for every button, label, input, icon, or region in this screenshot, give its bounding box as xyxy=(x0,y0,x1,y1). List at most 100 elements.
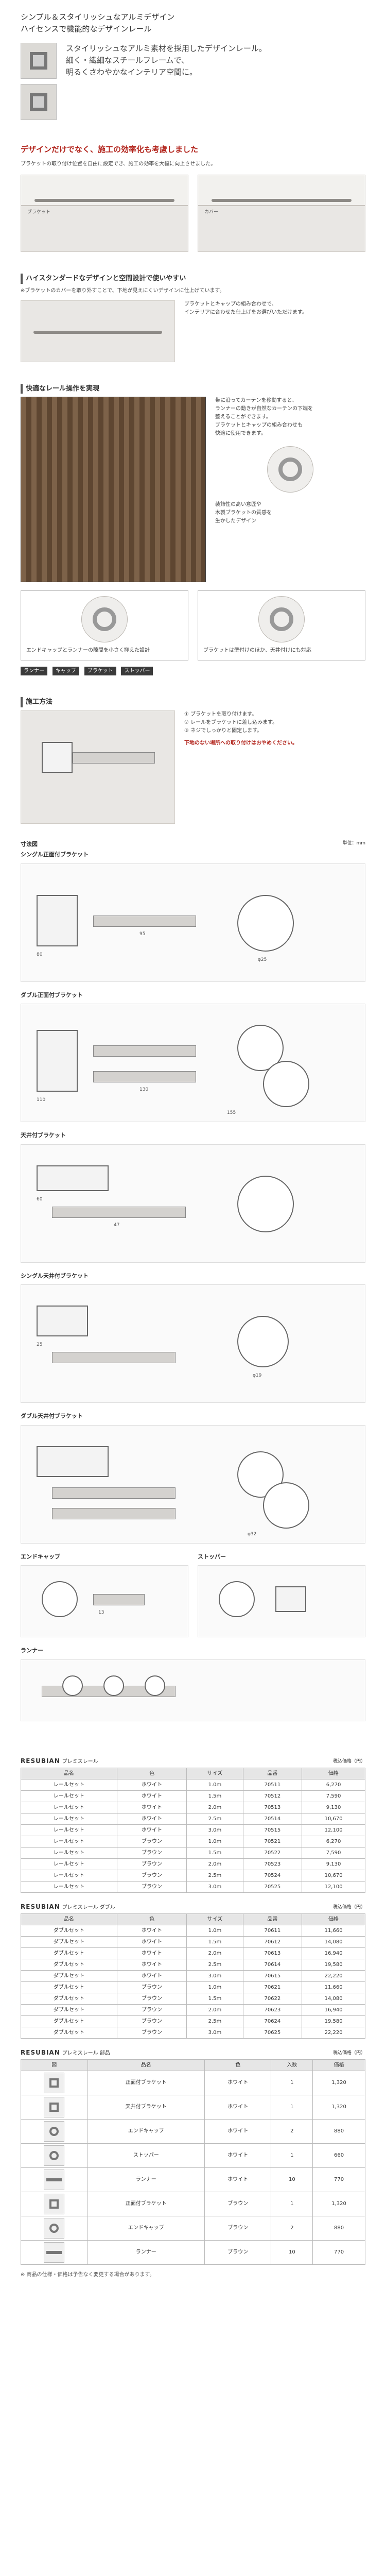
table-cell: 3.0m xyxy=(186,1970,243,1982)
bracket-photo xyxy=(21,42,57,79)
drawing-title-5: ダブル天井付ブラケット xyxy=(21,1413,83,1419)
table-cell: 70625 xyxy=(242,2026,303,2039)
drawing-title-8: ランナー xyxy=(21,1647,43,1654)
table-cell: 770 xyxy=(312,2240,365,2265)
table-cell: ブラウン xyxy=(116,1981,187,1993)
table-cell: 70514 xyxy=(242,1812,303,1825)
table-cell: 12,100 xyxy=(302,1880,365,1893)
table-cell: 2.0m xyxy=(186,1858,243,1870)
table-header: RESUBIAN プレミスレール ダブル税込価格（円） xyxy=(21,1902,365,1911)
part-thumbnail xyxy=(21,2094,88,2120)
table-cell: ダブルセット xyxy=(21,1936,117,1948)
caption-left: エンドキャップとランナーの隙間を小さく抑えた設計 xyxy=(26,648,150,653)
intro-line-1: シンプル＆スタイリッシュなアルミデザイン xyxy=(21,12,175,22)
table-cell: 1.0m xyxy=(186,1835,243,1848)
table-cell: 70524 xyxy=(242,1869,303,1882)
square-part-icon xyxy=(44,2096,65,2117)
table-cell: レールセット xyxy=(21,1824,117,1836)
table-cell: ダブルセット xyxy=(21,1970,117,1982)
table-cell: ホワイト xyxy=(116,1824,187,1836)
install-step-1: ① ブラケットを取り付けます。 xyxy=(184,711,257,717)
table-cell: ホワイト xyxy=(116,1947,187,1959)
round-part-icon xyxy=(44,2145,65,2166)
table-cell: 天井付ブラケット xyxy=(87,2094,205,2120)
drawings-header: 寸法図 xyxy=(21,840,38,848)
table-column-header: 品名 xyxy=(21,1767,117,1780)
price-section: RESUBIAN プレミスレール税込価格（円）品名色サイズ品番価格レールセットホ… xyxy=(0,1739,386,2302)
runner-closeup xyxy=(267,446,313,493)
table-cell: 2.5m xyxy=(186,1812,243,1825)
part-thumbnail xyxy=(21,2240,88,2265)
callout-bracket: ブラケット xyxy=(27,210,51,215)
table-cell: 1.5m xyxy=(186,1846,243,1859)
table-cell: 1.5m xyxy=(186,1790,243,1802)
install-step-3: ③ ネジでしっかりと固定します。 xyxy=(184,727,262,734)
part-thumbnail xyxy=(21,2070,88,2095)
table-cell: 7,590 xyxy=(302,1846,365,1859)
table-column-header: 色 xyxy=(116,1913,187,1925)
table-cell: 11,660 xyxy=(302,1981,365,1993)
table-cell: 14,080 xyxy=(302,1992,365,2005)
table-cell: 1.5m xyxy=(186,1936,243,1948)
table-cell: レールセット xyxy=(21,1880,117,1893)
drawing-title-7: ストッパー xyxy=(198,1553,226,1560)
table-column-header: サイズ xyxy=(186,1913,243,1925)
table-header: RESUBIAN プレミスレール税込価格（円） xyxy=(21,1756,365,1766)
table-column-header: 価格 xyxy=(302,1913,365,1925)
operation-body-4: ブラケットとキャップの組み合わせも xyxy=(215,422,303,428)
table-cell: ダブルセット xyxy=(21,2004,117,2016)
table-cell: ダブルセット xyxy=(21,1981,117,1993)
table-column-header: 色 xyxy=(204,2059,272,2071)
design-note-2: インテリアに合わせた仕上げをお選びいただけます。 xyxy=(184,309,307,315)
table-cell: ダブルセット xyxy=(21,1924,117,1937)
table-cell: 1,320 xyxy=(312,2191,365,2216)
table-cell: ダブルセット xyxy=(21,2026,117,2039)
product-page: シンプル＆スタイリッシュなアルミデザイン ハイセンスで機能的なデザインレール ス… xyxy=(0,12,386,2302)
table-column-header: 品名 xyxy=(21,1913,117,1925)
table-cell: 70612 xyxy=(242,1936,303,1948)
table-cell: ホワイト xyxy=(116,1970,187,1982)
table-cell: ブラウン xyxy=(116,1835,187,1848)
table-cell: ダブルセット xyxy=(21,1992,117,2005)
install-title: 施工方法 xyxy=(21,697,365,707)
table-cell: ブラウン xyxy=(204,2215,272,2241)
table-cell: 70622 xyxy=(242,1992,303,2005)
table-cell: 70611 xyxy=(242,1924,303,1937)
table-cell: 1 xyxy=(271,2191,313,2216)
table-cell: ブラウン xyxy=(116,1869,187,1882)
table-cell: 9,130 xyxy=(302,1858,365,1870)
price-unit: 税込価格（円） xyxy=(332,1905,365,1910)
square-part-icon xyxy=(44,2072,65,2093)
table-cell: ストッパー xyxy=(87,2143,205,2168)
series-name: プレミスレール xyxy=(62,1758,98,1765)
table-cell: ホワイト xyxy=(204,2119,272,2144)
table-cell: 1.5m xyxy=(186,1992,243,2005)
table-cell: ブラウン xyxy=(116,2015,187,2027)
dim-60: 60 xyxy=(37,1196,43,1202)
table-cell: 2.0m xyxy=(186,1947,243,1959)
table-cell: 6,270 xyxy=(302,1835,365,1848)
install-note: 下地のない場所への取り付けはおやめください。 xyxy=(184,740,297,746)
table-cell: 19,580 xyxy=(302,1958,365,1971)
drawing-4: 25 φ19 xyxy=(21,1284,365,1403)
table-cell: 70525 xyxy=(242,1880,303,1893)
price-unit: 税込価格（円） xyxy=(332,1759,365,1764)
table-cell: 14,080 xyxy=(302,1936,365,1948)
dim-13: 13 xyxy=(98,1610,104,1615)
table-cell: 2.5m xyxy=(186,1869,243,1882)
table-column-header: サイズ xyxy=(186,1767,243,1780)
intro-line-2: ハイセンスで機能的なデザインレール xyxy=(21,24,152,34)
footer-note: ※ 商品の仕様・価格は予告なく変更する場合があります。 xyxy=(21,2272,155,2278)
table-cell: ホワイト xyxy=(116,1812,187,1825)
